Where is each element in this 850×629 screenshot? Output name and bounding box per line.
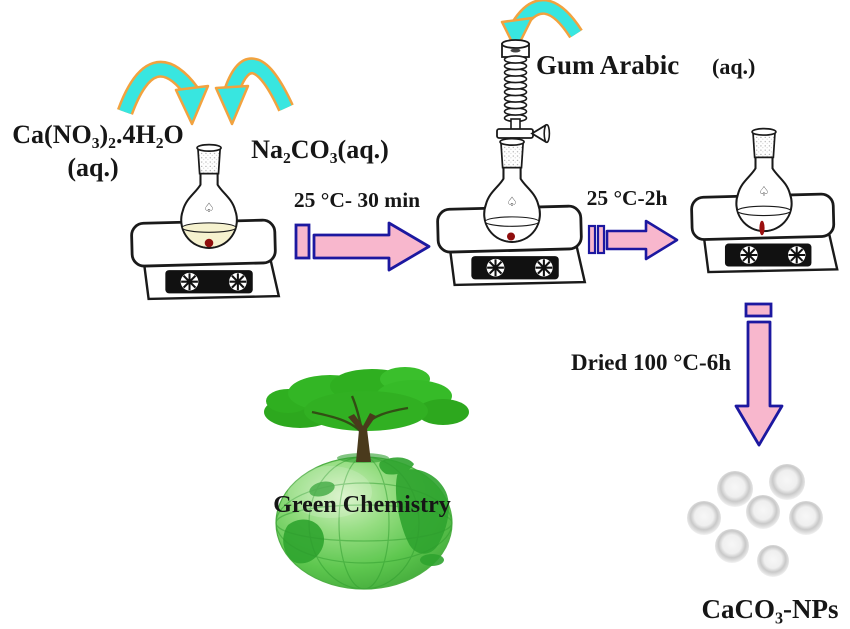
step3-condition-label: Dried 100 °C-6h bbox=[571, 350, 731, 375]
green-chemistry-globe: Green Chemistry bbox=[264, 367, 469, 590]
reaction-flask-1 bbox=[181, 145, 238, 250]
stopcock bbox=[496, 128, 534, 139]
stir-bar bbox=[204, 238, 214, 248]
calcium-nitrate-phase-label: (aq.) bbox=[67, 153, 118, 182]
nanoparticle bbox=[715, 529, 749, 563]
trunk bbox=[348, 413, 376, 462]
curved-arrow-sodium-carbonate bbox=[214, 57, 294, 126]
process-arrow-1 bbox=[294, 221, 431, 272]
stir-bar bbox=[507, 232, 515, 241]
dropping-funnel bbox=[496, 39, 551, 146]
globe-grid bbox=[276, 457, 452, 589]
reaction-flask-2 bbox=[484, 139, 541, 244]
reaction-flask-3 bbox=[736, 129, 792, 236]
curved-arrow-calcium-nitrate bbox=[117, 60, 210, 126]
gum-arabic-label: Gum Arabic bbox=[536, 50, 679, 80]
process-arrow-down bbox=[734, 302, 784, 447]
green-tree bbox=[264, 367, 469, 462]
nanoparticle-cluster bbox=[687, 464, 823, 577]
nanoparticle bbox=[687, 501, 721, 535]
nanoparticle bbox=[717, 471, 753, 507]
nanoparticle bbox=[746, 495, 780, 529]
step1-condition-label: 25 °C- 30 min bbox=[294, 188, 420, 212]
sodium-carbonate-label: Na₂CO₃(aq.) bbox=[251, 135, 389, 164]
nanoparticle bbox=[769, 464, 805, 500]
green-chemistry-label: Green Chemistry bbox=[273, 492, 451, 518]
process-arrow-2 bbox=[587, 219, 679, 261]
step2-condition-label: 25 °C-2h bbox=[587, 186, 668, 210]
continents bbox=[283, 457, 449, 566]
nanoparticle bbox=[757, 545, 789, 577]
product-label: CaCO₃-NPs bbox=[701, 594, 838, 624]
curved-arrow-gum-arabic bbox=[500, 0, 583, 52]
stir-bar bbox=[759, 220, 765, 236]
gum-arabic-phase-label: (aq.) bbox=[712, 54, 755, 79]
nanoparticle bbox=[789, 501, 823, 535]
calcium-nitrate-label: Ca(NO₃)₂.4H₂O bbox=[12, 120, 183, 149]
funnel-coil bbox=[503, 55, 528, 123]
